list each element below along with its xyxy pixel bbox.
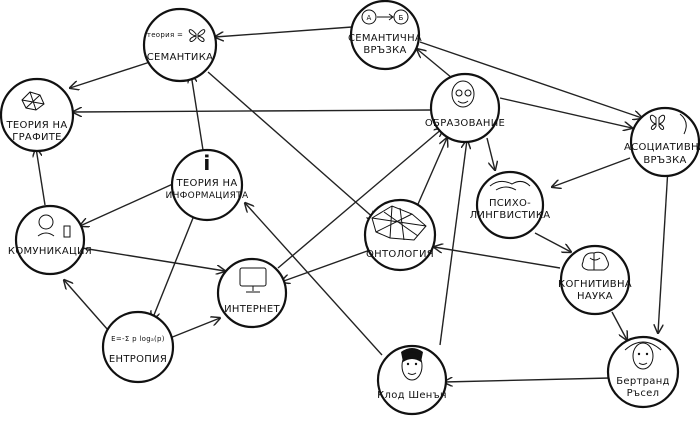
edges (36, 26, 669, 382)
butterfly-head-icon (649, 113, 687, 135)
edge-communication-to-graph-theory (36, 148, 46, 206)
graph-icon (21, 91, 45, 111)
semantics-label: СЕМАНТИКА (147, 52, 214, 63)
edge-cognitive-to-ontology (434, 247, 561, 269)
edge-ontology-to-internet (281, 249, 371, 282)
edge-semantic-link-to-semantics (215, 26, 353, 37)
network-mesh-icon (371, 205, 427, 241)
communication-label: КОМУНИКАЦИЯ (8, 246, 92, 257)
russell-portrait-icon (624, 341, 662, 370)
edge-ontology-to-education (414, 138, 447, 212)
brain-icon (581, 251, 609, 271)
node-associative-link[interactable]: АСОЦИАТИВНА ВРЪЗКА (624, 106, 700, 178)
entropy-formula: E=-Σ p logₐ(p) (111, 335, 165, 343)
information-theory-label-2: ИНФОРМАЦИЯТА (166, 191, 249, 201)
edge-info-theory-to-communication (80, 182, 176, 226)
edge-semantics-to-ontology (207, 71, 376, 220)
edge-shannon-to-info-theory (245, 203, 383, 356)
edge-semantics-to-graph-theory (70, 61, 151, 88)
butterfly-icon (188, 29, 206, 42)
claude-shannon-label: Клод Шенън (377, 390, 447, 401)
node-internet[interactable]: ИНТЕРНЕТ (216, 257, 288, 329)
node-cognitive-science[interactable]: КОГНИТИВНА НАУКА (558, 244, 632, 316)
info-glyph-icon: i (203, 151, 210, 175)
edge-entropy-to-internet (164, 318, 220, 341)
edge-russell-to-shannon (444, 378, 611, 382)
graph-theory-label-2: ГРАФИТЕ (12, 132, 62, 143)
a-circle-icon (361, 9, 377, 25)
psycholinguistics-label-2: ЛИНГВИСТИКА (470, 210, 551, 221)
information-theory-label-1: ТЕОРИЯ НА (176, 178, 238, 189)
monitor-icon (239, 267, 267, 293)
edge-info-theory-to-semantics (191, 74, 204, 151)
semantics-formula: теория = (147, 31, 183, 39)
internet-label: ИНТЕРНЕТ (224, 304, 280, 315)
ontology-label: ОНТОЛОГИЯ (366, 249, 434, 260)
semantic-link-letter-b: Б (398, 14, 403, 22)
edge-education-to-semantic-link (417, 49, 453, 79)
professor-face-icon (451, 80, 475, 108)
node-claude-shannon[interactable]: Клод Шенън (376, 344, 448, 416)
edge-associative-to-psycholinguistics (552, 157, 631, 187)
node-semantic-link[interactable]: А Б СЕМАНТИЧНА ВРЪЗКА (348, 0, 422, 71)
node-communication[interactable]: КОМУНИКАЦИЯ (8, 204, 92, 276)
b-circle-icon (393, 9, 409, 25)
associative-link-label-1: АСОЦИАТИВНА (624, 142, 700, 153)
edge-semantic-link-to-associative (419, 41, 642, 118)
node-information-theory[interactable]: i ТЕОРИЯ НА ИНФОРМАЦИЯТА (166, 148, 249, 222)
node-bertrand-russell[interactable]: Бертранд Ръсел (606, 335, 680, 409)
edge-education-to-psycholinguistics (486, 137, 495, 170)
node-education[interactable]: ОБРАЗОВАНИЕ (425, 72, 505, 144)
education-label: ОБРАЗОВАНИЕ (425, 118, 505, 129)
cognitive-science-label-2: НАУКА (577, 291, 613, 302)
cognitive-science-label-1: КОГНИТИВНА (558, 279, 632, 290)
edge-entropy-to-communication (64, 280, 109, 331)
node-ontology[interactable]: ОНТОЛОГИЯ (363, 198, 437, 272)
node-graph-theory[interactable]: ТЕОРИЯ НА ГРАФИТЕ (0, 77, 75, 153)
semantic-link-label-2: ВРЪЗКА (363, 45, 406, 56)
edge-info-theory-to-entropy (152, 217, 194, 320)
semantic-link-letter-a: А (366, 14, 371, 22)
edge-psycholinguistics-to-cognitive (534, 232, 571, 252)
entropy-label: ЕНТРОПИЯ (109, 354, 167, 365)
person-phone-icon (37, 214, 71, 238)
edge-communication-to-internet (81, 247, 225, 271)
node-semantics[interactable]: теория = СЕМАНТИКА (142, 7, 218, 83)
lines-icon (489, 180, 531, 191)
edge-shannon-to-education (439, 140, 467, 346)
bertrand-russell-label-1: Бертранд (616, 376, 670, 387)
edge-education-to-associative (499, 97, 632, 128)
psycholinguistics-label-1: ПСИХО- (489, 198, 531, 209)
graph-theory-label-1: ТЕОРИЯ НА (6, 120, 68, 131)
associative-link-label-2: ВРЪЗКА (643, 155, 686, 166)
edge-cognitive-to-russell (611, 311, 627, 340)
shannon-portrait-icon (401, 348, 423, 381)
node-psycholinguistics[interactable]: ПСИХО- ЛИНГВИСТИКА (470, 170, 551, 240)
bertrand-russell-label-2: Ръсел (627, 388, 660, 399)
edge-internet-to-education (277, 128, 443, 269)
node-entropy[interactable]: E=-Σ p logₐ(p) ЕНТРОПИЯ (101, 310, 175, 384)
semantic-link-label-1: СЕМАНТИЧНА (348, 33, 422, 44)
edge-associative-to-russell (658, 167, 669, 333)
